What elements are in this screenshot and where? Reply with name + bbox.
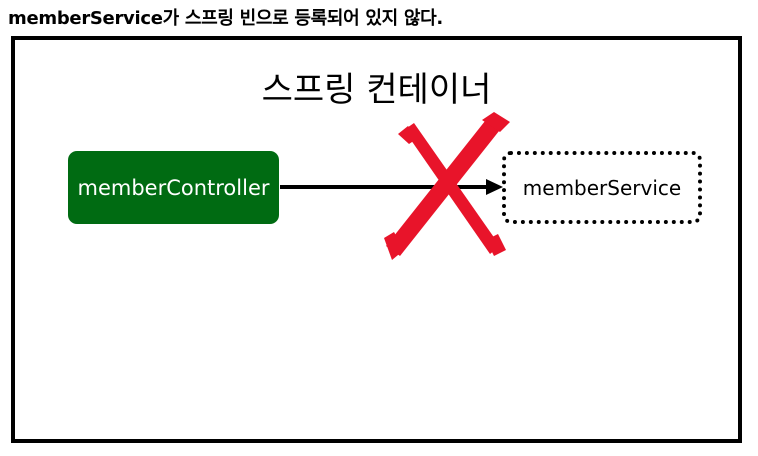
member-service-node: memberService [502, 151, 702, 224]
member-controller-label: memberController [77, 175, 270, 200]
member-controller-node: memberController [68, 151, 279, 224]
member-service-label: memberService [522, 175, 682, 200]
container-title: 스프링 컨테이너 [261, 70, 492, 110]
spring-container-frame: 스프링 컨테이너 [11, 36, 742, 443]
page-heading: memberService가 스프링 빈으로 등록되어 있지 않다. [8, 8, 443, 29]
